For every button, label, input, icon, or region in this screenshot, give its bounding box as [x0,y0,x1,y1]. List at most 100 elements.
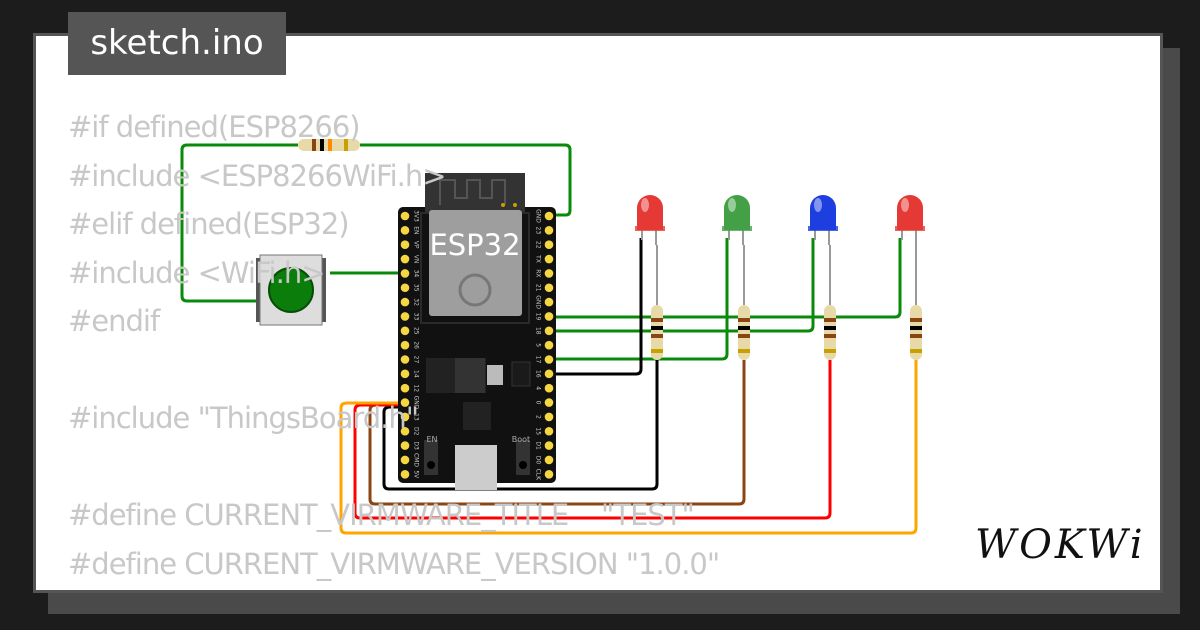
led[interactable] [635,195,665,245]
pin-label: EN [413,226,420,234]
resistor-pullup [298,139,360,151]
pin-d1[interactable] [544,441,554,450]
led[interactable] [808,195,838,245]
pin-4[interactable] [544,383,554,393]
pin-21[interactable] [544,283,554,293]
pin-25[interactable] [400,326,410,336]
pin-label: 35 [413,284,420,292]
pin-32[interactable] [400,297,410,307]
pin-tx[interactable] [544,254,554,264]
pin-label: TX [535,254,542,263]
pin-d3[interactable] [400,441,410,450]
pin-27[interactable] [400,355,410,364]
pin-16[interactable] [544,369,554,379]
pin-vp[interactable] [400,240,410,249]
en-button[interactable] [424,440,438,475]
wokwi-logo: WOKWi [975,522,1146,568]
pin-5[interactable] [544,340,554,350]
usb-port [455,445,497,490]
led[interactable] [722,195,752,245]
pin-label: 2 [535,415,542,419]
resistor [651,305,663,360]
pin-d0[interactable] [544,455,554,465]
pin-gnd[interactable] [400,398,410,407]
resistor [824,305,836,360]
pin-19[interactable] [544,312,554,321]
wire-orange [339,360,918,535]
pin-17[interactable] [544,355,554,364]
pin-gnd[interactable] [544,297,554,307]
resistor [910,305,922,360]
wire-green-17 [549,238,729,361]
pin-clk[interactable] [544,470,554,479]
pin-label: 4 [535,386,542,390]
pin-label: CMD [413,453,420,467]
pin-label: 25 [413,327,420,335]
wire-green-gnd [180,143,572,303]
pin-en[interactable] [400,226,410,235]
boot-button[interactable] [516,440,530,475]
pin-label: 27 [413,356,420,364]
pin-34[interactable] [400,269,410,278]
pin-label: 14 [413,370,420,378]
pin-label: 21 [535,284,542,292]
pin-13[interactable] [400,412,410,422]
preview-card [33,33,1163,593]
pin-15[interactable] [544,426,554,436]
wire-black-16 [549,238,643,376]
en-label: EN [426,435,437,444]
pin-label: RX [535,269,542,277]
pin-cmd[interactable] [400,455,410,465]
pin-18[interactable] [544,326,554,336]
pin-label: CLK [535,469,542,482]
pin-label: VP [413,241,420,249]
pin-3v3[interactable] [400,211,410,221]
pin-5v[interactable] [400,470,410,479]
pushbutton[interactable] [256,254,326,326]
pin-gnd[interactable] [544,211,554,221]
pin-26[interactable] [400,340,410,350]
pin-label: D0 [535,456,542,465]
pin-label: 3V3 [413,210,420,222]
pin-label: GND [535,295,542,309]
pin-label: 16 [535,370,542,378]
file-tab[interactable]: sketch.ino [68,12,286,75]
pin-22[interactable] [544,240,554,249]
pin-d2[interactable] [400,426,410,436]
pin-12[interactable] [400,383,410,393]
pin-label: 0 [535,401,542,405]
resistor [738,305,750,360]
esp32-board: ESP32 EN Boot 3V3ENVPVN34353233252627141… [398,173,556,490]
wire-red [353,360,832,520]
pin-label: 5V [413,470,420,479]
pin-rx[interactable] [544,269,554,278]
pin-label: 13 [413,413,420,421]
pin-label: 26 [413,341,420,349]
pin-label: 34 [413,270,420,278]
led-leads [656,245,917,305]
pin-0[interactable] [544,398,554,407]
boot-label: Boot [512,435,530,444]
pin-label: GND [413,396,420,410]
pin-label: 33 [413,313,420,321]
pin-vn[interactable] [400,254,410,264]
pin-label: D3 [413,441,420,450]
pin-2[interactable] [544,412,554,422]
pin-14[interactable] [400,369,410,379]
pin-33[interactable] [400,312,410,321]
wire-green-18 [549,238,815,333]
pin-label: 32 [413,298,420,306]
pin-23[interactable] [544,226,554,235]
pin-label: 5 [535,343,542,347]
wire-green-19 [549,238,902,319]
pin-label: GND [535,209,542,223]
wire-black-gnd [382,360,659,491]
board-label: ESP32 [429,228,520,262]
led[interactable] [895,195,925,245]
pin-label: D1 [535,441,542,450]
pin-35[interactable] [400,283,410,293]
pin-label: 15 [535,427,542,435]
pin-label: 17 [535,356,542,364]
pin-label: 12 [413,384,420,392]
